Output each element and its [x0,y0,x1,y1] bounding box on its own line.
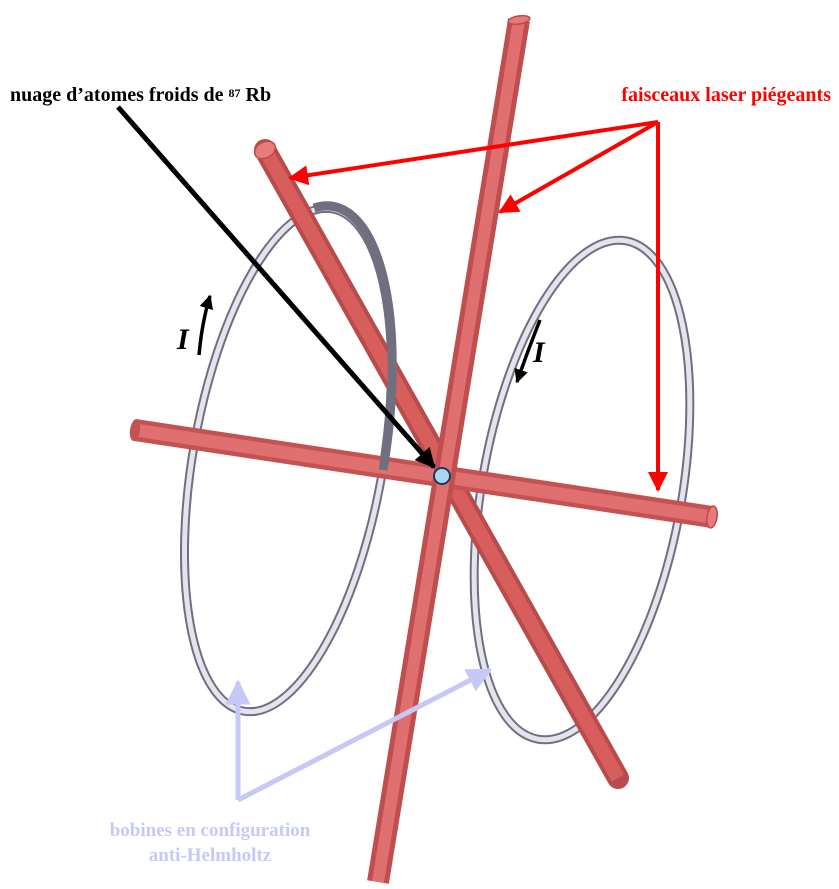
current-label-right: I [533,336,545,369]
laser-beams-label: faisceaux laser piégeants [621,84,831,106]
current-arrow-right [514,319,542,384]
atom-cloud [433,467,451,485]
atom-cloud-label: nuage d’atomes froids de 87 Rb [10,84,272,106]
coils-label-line2: anti-Helmholtz [148,845,272,866]
current-arrow-left [197,294,213,356]
coil-left-front [312,201,397,471]
isotope-number: 87 [228,86,241,100]
current-label-left: I [177,323,189,356]
atom-cloud-pointer-arrow [116,105,436,469]
laser-pointer-arrows [288,120,668,492]
laser-beam-horizontal [129,419,718,529]
coils-label-line1: bobines en configuration [109,820,311,841]
coil-pointer-arrows [225,667,493,803]
laser-beam-vertical [367,14,531,884]
coils-label: bobines en configuration anti-Helmholtz [0,818,420,868]
